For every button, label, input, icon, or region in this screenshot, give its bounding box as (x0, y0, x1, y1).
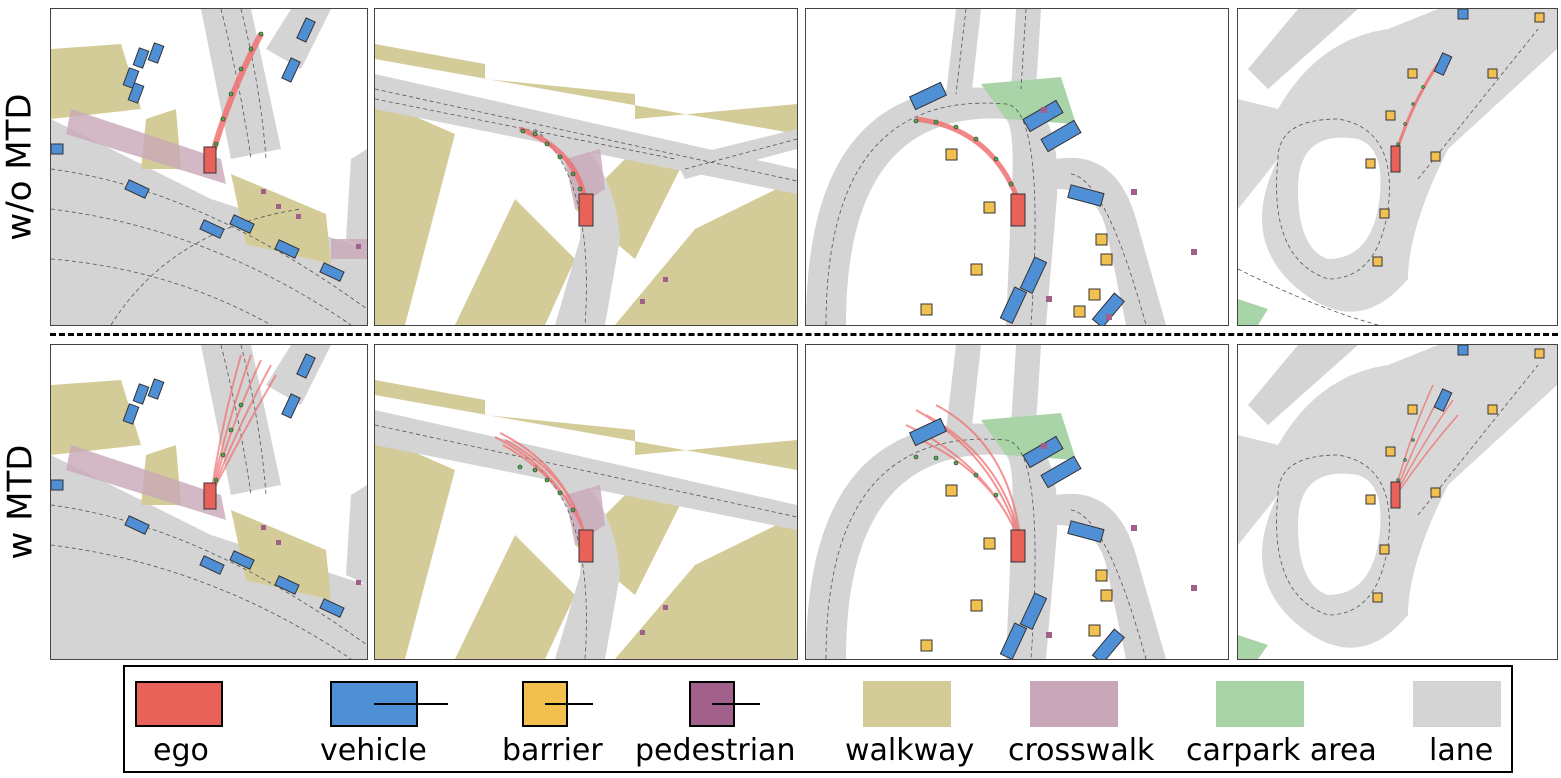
legend-label-carpark: carpark area (1186, 733, 1377, 768)
legend-label-barrier: barrier (502, 733, 603, 768)
lane-swatch (1413, 681, 1501, 727)
scene-panel-2-with-mtd (374, 344, 798, 660)
walkway-swatch (863, 681, 951, 727)
scene-panel-1-without-mtd (50, 8, 368, 326)
row-label-without-mtd: w/o MTD (0, 93, 40, 241)
pedestrian-heading-line (712, 703, 760, 705)
scene-panel-4-with-mtd (1237, 344, 1558, 660)
vehicle-heading-line (374, 703, 448, 705)
scene-panel-1-with-mtd (50, 344, 368, 660)
scene-panel-3-with-mtd (805, 344, 1229, 660)
legend-label-ego: ego (153, 733, 209, 768)
crosswalk-swatch (1030, 681, 1118, 727)
ego-swatch (135, 681, 223, 727)
row-divider (50, 333, 1558, 336)
row-label-with-mtd: w MTD (0, 444, 40, 560)
barrier-heading-line (545, 703, 593, 705)
legend-label-walkway: walkway (845, 733, 975, 768)
legend-label-pedestrian: pedestrian (635, 733, 796, 768)
legend-label-vehicle: vehicle (320, 733, 427, 768)
legend-label-crosswalk: crosswalk (1008, 733, 1155, 768)
legend-label-lane: lane (1429, 733, 1494, 768)
scene-panel-2-without-mtd (374, 8, 798, 326)
scene-panel-4-without-mtd (1237, 8, 1558, 326)
scene-panel-3-without-mtd (805, 8, 1229, 326)
legend: ego vehicle barrier pedestrian walkway c… (123, 665, 1513, 773)
carpark-swatch (1216, 681, 1304, 727)
